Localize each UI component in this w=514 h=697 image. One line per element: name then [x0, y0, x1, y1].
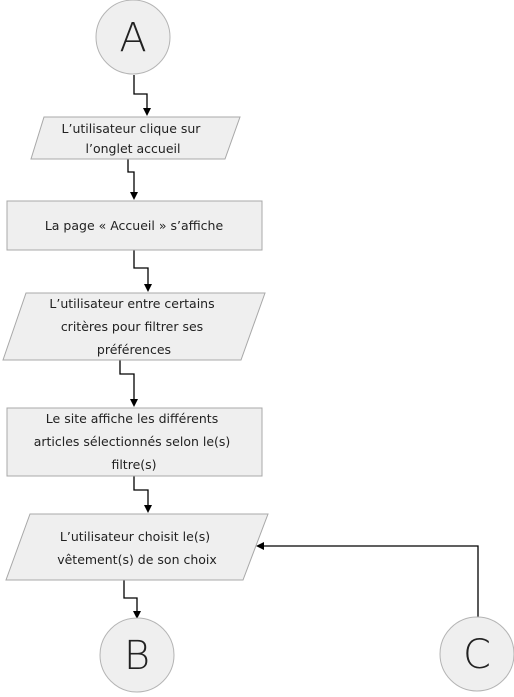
arrow-step-5-to-b-head — [133, 611, 141, 619]
step-3-parallelogram — [2, 292, 266, 361]
step-1-text: L’utilisateur clique sur l’onglet accuei… — [62, 121, 205, 156]
arrow-c-to-step-5-head — [256, 542, 264, 550]
arrow-step-2-to-step-3 — [133, 250, 149, 285]
arrow-step-1-to-step-2 — [127, 159, 135, 193]
arrow-step-2-to-step-3-head — [144, 284, 152, 292]
arrow-step-5-to-b — [123, 580, 138, 612]
step-5-text: L’utilisateur choisit le(s) vêtement(s) … — [57, 529, 217, 567]
step-4-line-1: Le site affiche les différents — [46, 411, 218, 426]
step-5-line-2: vêtement(s) de son choix — [57, 552, 217, 567]
arrow-step-3-to-step-4 — [119, 360, 135, 400]
connector-a-circle — [95, 0, 171, 75]
arrow-step-3-to-step-4-head — [130, 399, 138, 407]
step-5-line-1: L’utilisateur choisit le(s) — [60, 529, 210, 544]
connector-b-circle — [99, 617, 175, 693]
connector-b: B — [99, 617, 175, 693]
step-5-parallelogram — [5, 513, 269, 581]
step-3-line-1: L’utilisateur entre certains — [49, 296, 214, 311]
step-1-line-1: L’utilisateur clique sur — [62, 121, 202, 136]
arrow-step-1-to-step-2-head — [130, 192, 138, 200]
step-4-line-3: filtre(s) — [111, 457, 156, 472]
connector-c-circle — [439, 616, 514, 692]
step-3-line-3: préférences — [97, 342, 171, 357]
step-2-rectangle — [6, 200, 263, 251]
step-4: Le site affiche les différents articles … — [6, 407, 263, 477]
step-3-line-2: critères pour filtrer ses — [61, 319, 203, 334]
step-2-text: La page « Accueil » s’affiche — [45, 218, 224, 233]
step-4-rectangle — [6, 407, 263, 477]
step-4-text: Le site affiche les différents articles … — [34, 411, 235, 472]
arrow-step-4-to-step-5-head — [144, 505, 152, 513]
step-2: La page « Accueil » s’affiche — [6, 200, 263, 251]
arrow-a-to-step-1 — [133, 75, 148, 109]
step-1-parallelogram — [30, 116, 241, 160]
connector-a: A — [95, 0, 171, 75]
connector-c-label: C — [463, 632, 491, 678]
arrows — [119, 75, 479, 619]
step-1-line-2: l’onglet accueil — [86, 141, 181, 156]
step-1: L’utilisateur clique sur l’onglet accuei… — [30, 116, 241, 160]
arrow-step-4-to-step-5 — [133, 476, 149, 506]
connector-a-label: A — [119, 15, 146, 61]
step-2-line-1: La page « Accueil » s’affiche — [45, 218, 224, 233]
step-3-text: L’utilisateur entre certains critères po… — [49, 296, 218, 357]
step-5: L’utilisateur choisit le(s) vêtement(s) … — [5, 513, 269, 581]
arrow-c-to-step-5 — [263, 545, 479, 617]
arrow-a-to-step-1-head — [143, 108, 151, 116]
step-3: L’utilisateur entre certains critères po… — [2, 292, 266, 361]
connector-b-label: B — [124, 633, 150, 679]
step-4-line-2: articles sélectionnés selon le(s) — [34, 434, 231, 449]
connector-c: C — [439, 616, 514, 692]
